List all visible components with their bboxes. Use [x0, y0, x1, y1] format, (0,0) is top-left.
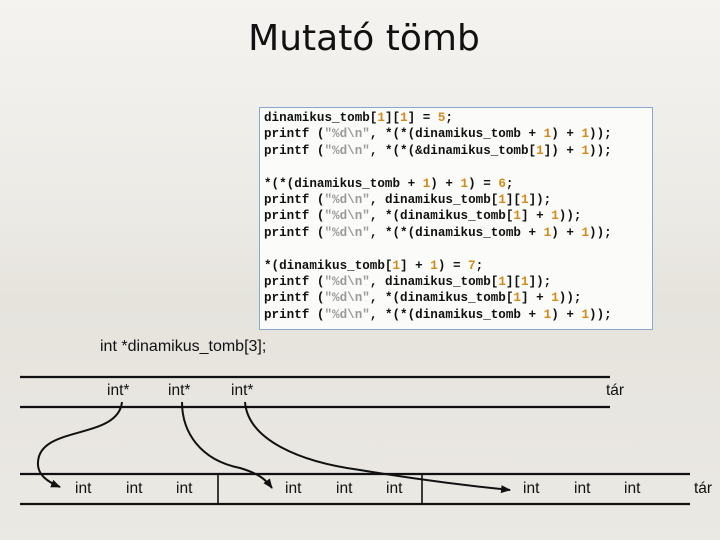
- pointer-cell: int*: [231, 382, 253, 400]
- int-cell: int: [574, 480, 590, 498]
- pointer-cell: int*: [107, 382, 129, 400]
- int-cell: int: [336, 480, 352, 498]
- int-cell: int: [523, 480, 539, 498]
- int-cell: int: [624, 480, 640, 498]
- int-cell: int: [126, 480, 142, 498]
- int-cell: int: [75, 480, 91, 498]
- memory-label-bottom: tár: [694, 480, 712, 498]
- int-cell: int: [285, 480, 301, 498]
- int-cell: int: [386, 480, 402, 498]
- memory-label-top: tár: [606, 382, 624, 400]
- pointer-arrow-3: [245, 402, 510, 490]
- pointer-cell: int*: [168, 382, 190, 400]
- int-cell: int: [176, 480, 192, 498]
